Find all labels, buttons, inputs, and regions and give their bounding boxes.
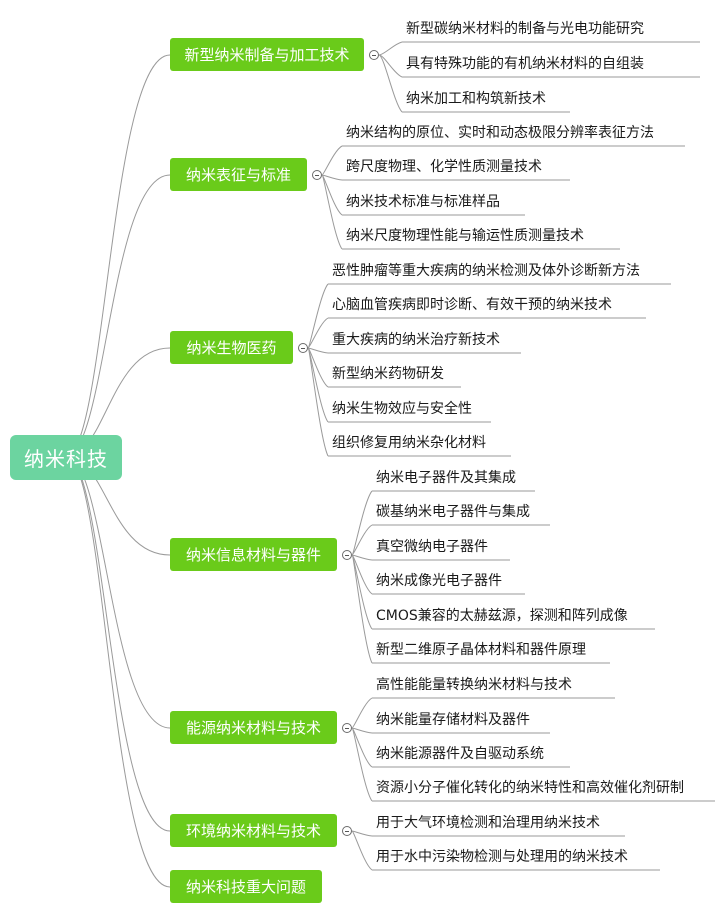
leaf-item[interactable]: 纳米尺度物理性能与输运性质测量技术 (346, 228, 584, 244)
leaf-item[interactable]: 纳米技术标准与标准样品 (346, 194, 500, 210)
leaf-item[interactable]: 纳米能源器件及自驱动系统 (376, 746, 544, 762)
leaf-item[interactable]: CMOS兼容的太赫兹源，探测和阵列成像 (376, 608, 628, 624)
leaf-item[interactable]: 纳米生物效应与安全性 (332, 401, 472, 417)
branch-leaf-connector (321, 174, 343, 250)
leaf-item[interactable]: 碳基纳米电子器件与集成 (376, 504, 530, 520)
branch-node[interactable]: 纳米生物医药 (170, 331, 293, 364)
branch-leaf-connector (321, 174, 343, 216)
branch-leaf-connector (307, 283, 329, 349)
leaf-item[interactable]: 纳米电子器件及其集成 (376, 470, 516, 486)
branch-leaf-connector (307, 317, 329, 349)
leaf-item[interactable]: 具有特殊功能的有机纳米材料的自组装 (406, 56, 644, 72)
collapse-toggle-icon[interactable] (342, 826, 352, 836)
branch-leaf-connector (321, 174, 343, 181)
leaf-item[interactable]: 纳米成像光电子器件 (376, 573, 502, 589)
collapse-toggle-icon[interactable] (342, 550, 352, 560)
branch-leaf-connector (307, 347, 329, 354)
branch-node[interactable]: 纳米信息材料与器件 (170, 538, 337, 571)
leaf-item[interactable]: 用于大气环境检测和治理用纳米技术 (376, 815, 600, 831)
branch-leaf-connector (351, 490, 373, 556)
branch-leaf-connector (378, 54, 403, 78)
leaf-item[interactable]: 新型二维原子晶体材料和器件原理 (376, 642, 586, 658)
branch-leaf-connector (351, 727, 373, 768)
leaf-item[interactable]: 新型纳米药物研发 (332, 366, 444, 382)
leaf-item[interactable]: 心脑血管疾病即时诊断、有效干预的纳米技术 (332, 297, 612, 313)
branch-node[interactable]: 纳米科技重大问题 (170, 870, 322, 903)
branch-leaf-connector (351, 830, 373, 871)
branch-node[interactable]: 纳米表征与标准 (170, 158, 307, 191)
branch-leaf-connector (351, 554, 373, 561)
collapse-toggle-icon[interactable] (298, 343, 308, 353)
collapse-toggle-icon[interactable] (312, 170, 322, 180)
branch-leaf-connector (351, 554, 373, 595)
branch-leaf-connector (351, 554, 373, 664)
branch-leaf-connector (351, 727, 373, 734)
collapse-toggle-icon[interactable] (369, 50, 379, 60)
leaf-item[interactable]: 用于水中污染物检测与处理用的纳米技术 (376, 849, 628, 865)
branch-leaf-connector (378, 41, 403, 56)
root-branch-connector (65, 455, 171, 888)
leaf-item[interactable]: 真空微纳电子器件 (376, 539, 488, 555)
branch-leaf-connector (351, 727, 373, 802)
leaf-item[interactable]: 资源小分子催化转化的纳米特性和高效催化剂研制 (376, 780, 684, 796)
leaf-item[interactable]: 重大疾病的纳米治疗新技术 (332, 332, 500, 348)
leaf-item[interactable]: 组织修复用纳米杂化材料 (332, 435, 486, 451)
branch-leaf-connector (307, 347, 329, 388)
branch-node[interactable]: 环境纳米材料与技术 (170, 814, 337, 847)
branch-leaf-connector (378, 54, 403, 113)
branch-node[interactable]: 新型纳米制备与加工技术 (170, 38, 364, 71)
leaf-item[interactable]: 纳米加工和构筑新技术 (406, 91, 546, 107)
root-branch-connector (65, 174, 171, 457)
branch-leaf-connector (351, 524, 373, 556)
root-branch-connector (65, 455, 171, 832)
branch-leaf-connector (351, 830, 373, 837)
leaf-item[interactable]: 恶性肿瘤等重大疾病的纳米检测及体外诊断新方法 (332, 263, 640, 279)
branch-leaf-connector (307, 347, 329, 457)
leaf-item[interactable]: 跨尺度物理、化学性质测量技术 (346, 159, 542, 175)
branch-leaf-connector (351, 697, 373, 729)
collapse-toggle-icon[interactable] (342, 723, 352, 733)
leaf-item[interactable]: 高性能能量转换纳米材料与技术 (376, 677, 572, 693)
root-branch-connector (65, 455, 171, 729)
root-branch-connector (65, 54, 171, 457)
leaf-item[interactable]: 新型碳纳米材料的制备与光电功能研究 (406, 21, 644, 37)
branch-node[interactable]: 能源纳米材料与技术 (170, 711, 337, 744)
branch-leaf-connector (321, 145, 343, 176)
leaf-item[interactable]: 纳米结构的原位、实时和动态极限分辨率表征方法 (346, 125, 654, 141)
leaf-item[interactable]: 纳米能量存储材料及器件 (376, 712, 530, 728)
root-node[interactable]: 纳米科技 (10, 435, 122, 480)
